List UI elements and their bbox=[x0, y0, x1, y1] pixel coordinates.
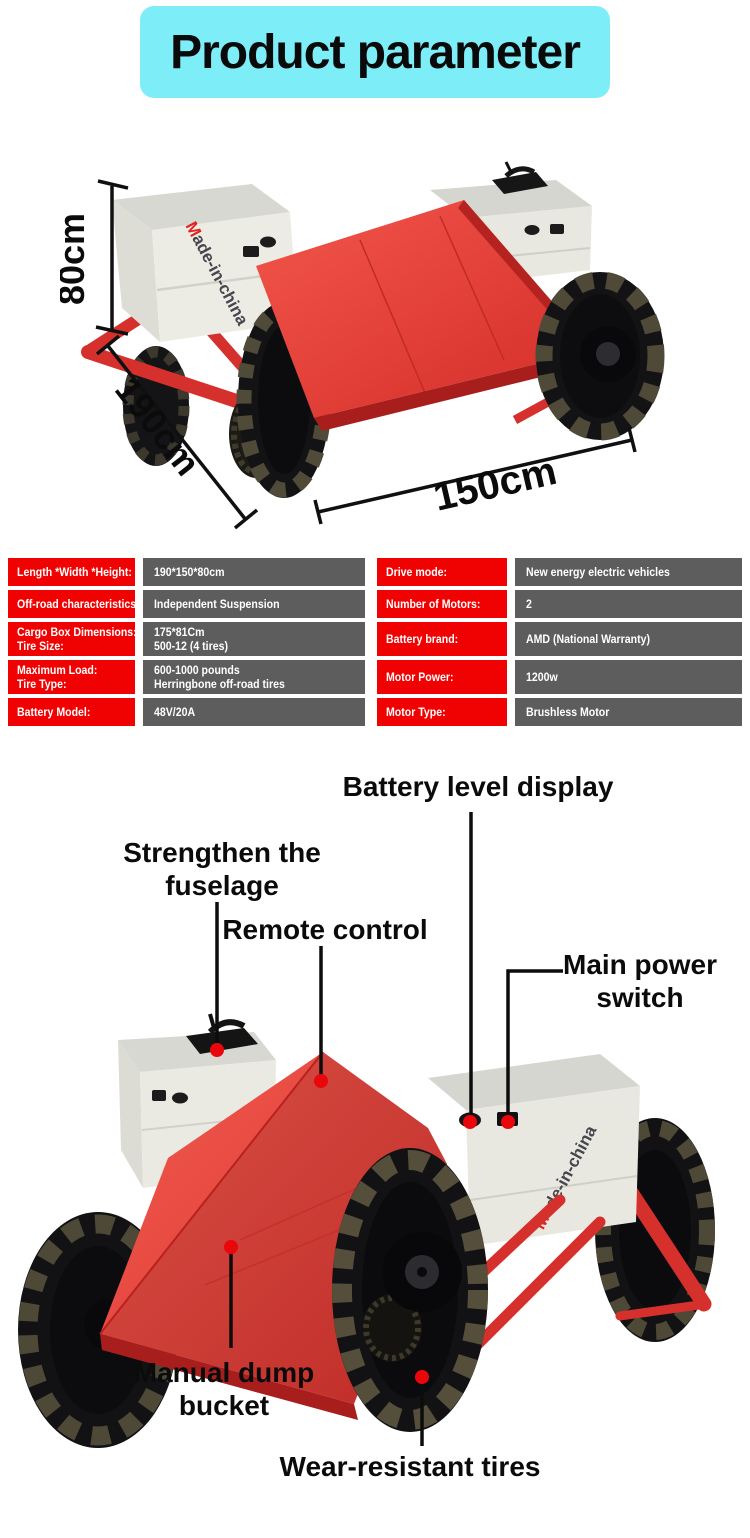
spec-value: 1200w bbox=[515, 660, 742, 694]
callout-strengthen-fuselage: Strengthen the fuselage bbox=[123, 837, 321, 901]
callout-dots bbox=[210, 1043, 515, 1384]
width-dimension-label: 150cm bbox=[429, 449, 560, 520]
wear-tires-dot bbox=[415, 1370, 429, 1384]
length-dimension-line bbox=[106, 344, 248, 522]
spec-label: Battery Model: bbox=[8, 698, 135, 726]
manual-dump-dot bbox=[224, 1240, 238, 1254]
spec-label: Length *Width *Height: bbox=[8, 558, 135, 586]
page-title: Product parameter bbox=[170, 25, 581, 79]
spec-label: Drive mode: bbox=[377, 558, 507, 586]
height-dimension-label: 80cm bbox=[60, 213, 92, 305]
spec-label: Cargo Box Dimensions:Tire Size: bbox=[8, 622, 137, 656]
front-tire bbox=[332, 1148, 488, 1432]
callout-figure: Made-in-china bbox=[18, 812, 715, 1448]
spec-value: Brushless Motor bbox=[515, 698, 742, 726]
remote-dot bbox=[314, 1074, 328, 1088]
charge-port bbox=[550, 224, 564, 234]
callout-wear-resistant-tires: Wear-resistant tires bbox=[279, 1451, 541, 1482]
spec-value: New energy electric vehicles bbox=[515, 558, 742, 586]
spec-label: Off-road characteristics: bbox=[8, 590, 140, 618]
callout-main-power-switch: Main power switch bbox=[562, 949, 718, 1013]
charge-port bbox=[243, 246, 259, 257]
dimension-lines bbox=[95, 179, 637, 530]
battery-level-dot bbox=[463, 1115, 477, 1129]
spec-value: 190*150*80cm bbox=[143, 558, 365, 586]
power-socket bbox=[172, 1092, 188, 1104]
spec-value: Independent Suspension bbox=[143, 590, 365, 618]
power-socket bbox=[260, 236, 276, 248]
remote-control-device bbox=[492, 161, 548, 194]
spec-value: 48V/20A bbox=[143, 698, 365, 726]
spec-label: Maximum Load:Tire Type: bbox=[8, 660, 135, 694]
callout-manual-dump-bucket: Manual dump bucket bbox=[133, 1357, 315, 1421]
page-title-banner: Product parameter bbox=[140, 6, 610, 98]
callout-connectors bbox=[215, 812, 563, 1446]
spec-table: Length *Width *Height: 190*150*80cm Driv… bbox=[8, 558, 742, 726]
main-power-dot bbox=[501, 1115, 515, 1129]
callout-remote-control: Remote control bbox=[222, 914, 428, 945]
charge-port bbox=[152, 1090, 166, 1101]
dimension-figure: Made-in-china bbox=[60, 161, 665, 530]
power-socket bbox=[524, 225, 540, 235]
spec-label: Number of Motors: bbox=[377, 590, 507, 618]
front-right-tire bbox=[512, 271, 665, 441]
spec-label: Motor Power: bbox=[377, 660, 507, 694]
spec-label: Battery brand: bbox=[377, 622, 507, 656]
remote-control-device bbox=[186, 1013, 258, 1054]
strengthen-dot bbox=[210, 1043, 224, 1057]
spec-value: AMD (National Warranty) bbox=[515, 622, 742, 656]
spec-label: Motor Type: bbox=[377, 698, 507, 726]
width-dimension-line bbox=[317, 438, 633, 514]
spec-value: 2 bbox=[515, 590, 742, 618]
main-power-connector bbox=[506, 969, 563, 1116]
callout-battery-level: Battery level display bbox=[342, 771, 614, 802]
